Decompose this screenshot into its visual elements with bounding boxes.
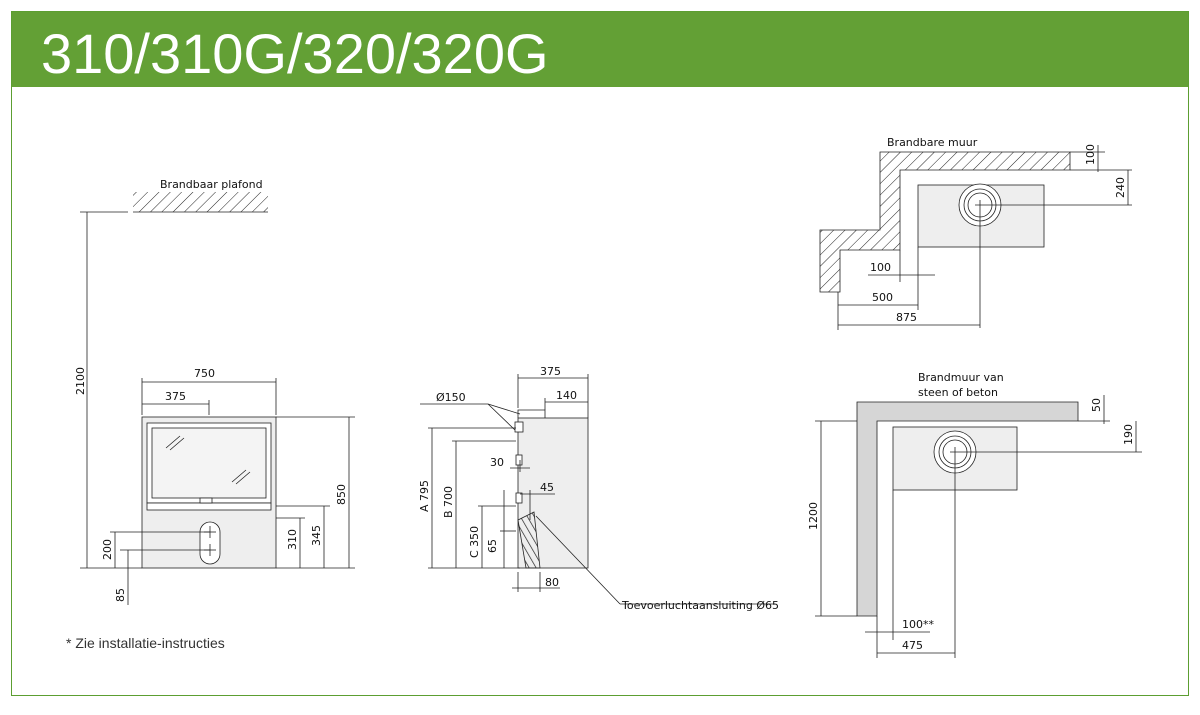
top-view-2 xyxy=(815,395,1142,658)
footnote: * Zie installatie-instructies xyxy=(66,635,225,651)
header-bar: 310/310G/320/320G xyxy=(11,11,1189,87)
label-toevoer: Toevoerluchtaansluiting Ø65 xyxy=(621,599,779,612)
page-title: 310/310G/320/320G xyxy=(41,22,549,85)
front-view xyxy=(80,192,355,605)
label-brandmuur-2: steen of beton xyxy=(918,386,998,399)
dim-65: 65 xyxy=(486,539,499,553)
dim-2100: 2100 xyxy=(74,367,87,395)
dim-100-top2: 100** xyxy=(902,618,934,631)
dim-100b-top1: 100 xyxy=(870,261,891,274)
dim-345: 345 xyxy=(310,525,323,546)
dim-c350: C 350 xyxy=(468,526,481,558)
dim-200: 200 xyxy=(101,539,114,560)
dim-475: 475 xyxy=(902,639,923,652)
dim-140: 140 xyxy=(556,389,577,402)
dim-875: 875 xyxy=(896,311,917,324)
dim-310: 310 xyxy=(286,529,299,550)
dim-375-front: 375 xyxy=(165,390,186,403)
dim-a795: A 795 xyxy=(418,480,431,512)
top-view-1 xyxy=(819,145,1132,330)
label-brandbaar-plafond: Brandbaar plafond xyxy=(160,178,263,191)
dim-30: 30 xyxy=(490,456,504,469)
dim-190: 190 xyxy=(1122,424,1135,445)
label-brandbare-muur: Brandbare muur xyxy=(887,136,978,149)
dim-1200: 1200 xyxy=(807,502,820,530)
side-view xyxy=(420,374,775,605)
dim-85: 85 xyxy=(114,588,127,602)
dim-80: 80 xyxy=(545,576,559,589)
dim-b700: B 700 xyxy=(442,486,455,518)
dim-45: 45 xyxy=(540,481,554,494)
dim-850: 850 xyxy=(335,484,348,505)
dim-100-top1: 100 xyxy=(1084,144,1097,165)
dim-50: 50 xyxy=(1090,398,1103,412)
dim-240: 240 xyxy=(1114,177,1127,198)
label-brandmuur-1: Brandmuur van xyxy=(918,371,1004,384)
dim-500: 500 xyxy=(872,291,893,304)
dim-375-side: 375 xyxy=(540,365,561,378)
page-frame xyxy=(11,11,1189,696)
label-d150: Ø150 xyxy=(436,391,466,404)
dim-750: 750 xyxy=(194,367,215,380)
